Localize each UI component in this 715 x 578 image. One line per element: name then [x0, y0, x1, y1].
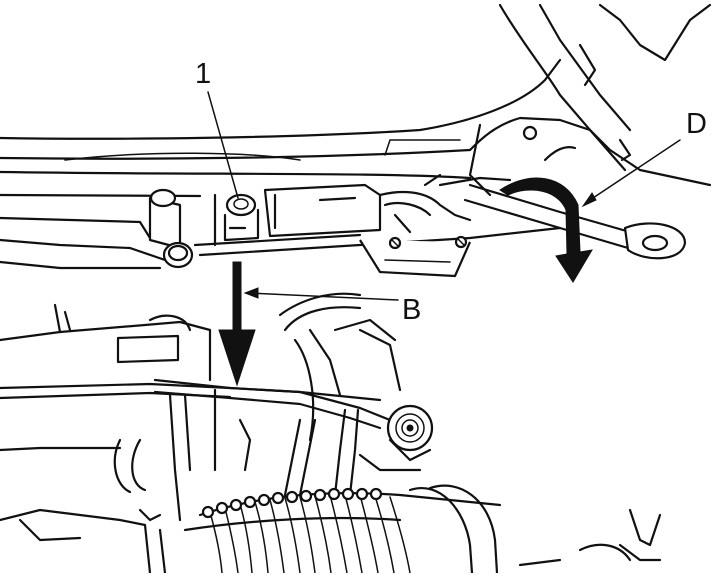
wiper-linkage: [0, 170, 687, 278]
rotation-arrow: [499, 177, 593, 283]
hoses-and-cables: [153, 292, 434, 497]
body-panel: [0, 3, 712, 197]
callout-d: D: [686, 108, 707, 140]
callout-1: 1: [195, 58, 212, 90]
callout-b: B: [402, 294, 422, 326]
direction-arrow-down: [218, 261, 256, 387]
lower-right-parts: [518, 508, 662, 567]
corrugated-hose: [138, 484, 502, 575]
air-intake-duct: [0, 303, 382, 575]
